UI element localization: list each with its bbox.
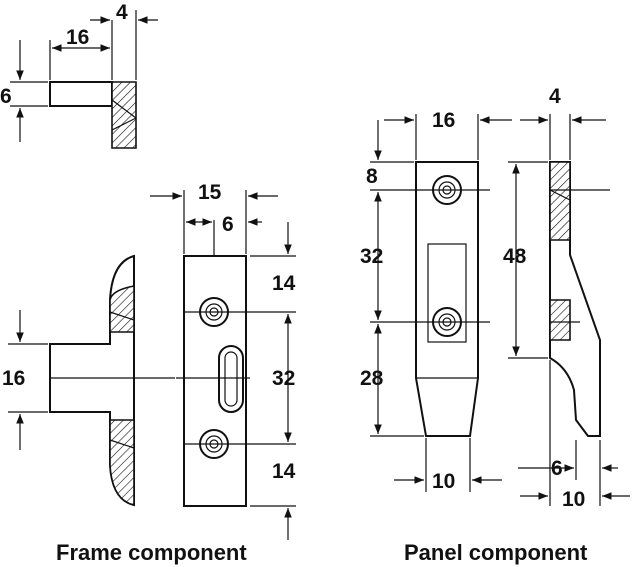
dim-panel-hook-width: 6 [551,457,563,480]
dim-frame-top-depth: 4 [116,1,128,24]
dim-panel-width: 16 [432,109,455,132]
dim-frame-profile-height: 16 [2,367,25,390]
dim-frame-hole-spacing: 32 [272,367,295,390]
dim-panel-depth: 4 [549,85,561,108]
dim-panel-hole-spacing: 32 [360,245,383,268]
dim-frame-top-margin: 14 [272,272,296,295]
dim-frame-top-width: 16 [66,26,89,49]
dim-panel-tip-width: 10 [432,470,455,493]
dim-panel-lower-length: 28 [360,367,384,390]
frame-front-plate [150,190,296,540]
dim-panel-height: 48 [503,245,527,268]
frame-side-profile [8,254,175,507]
panel-side-view [508,114,630,506]
dim-frame-bottom-margin: 14 [272,460,296,483]
dim-frame-offset: 6 [222,213,234,236]
dim-frame-width: 15 [198,181,222,204]
dim-panel-total-depth: 10 [562,488,585,511]
frame-top-view [10,10,158,149]
dim-panel-top-margin: 8 [366,165,378,188]
caption-panel-component: Panel component [404,540,588,565]
panel-front-view [370,114,512,492]
dim-frame-top-height: 6 [0,85,12,108]
caption-frame-component: Frame component [56,540,247,565]
